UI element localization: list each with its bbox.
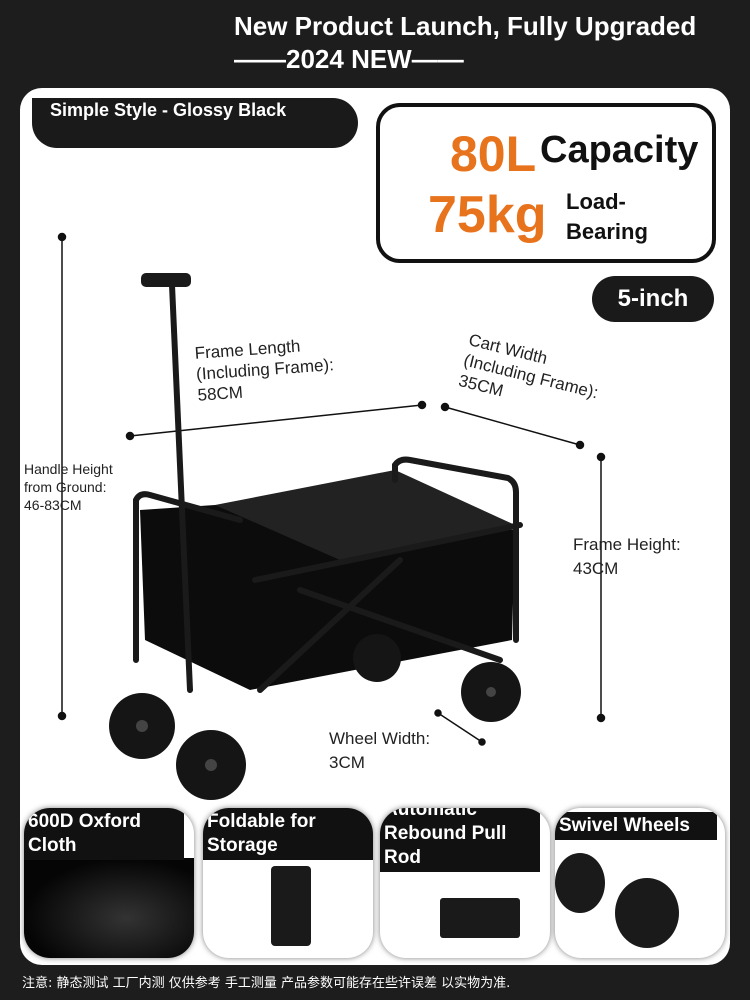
feature-label: 600D Oxford Cloth [24, 808, 184, 860]
feature-label: Swivel Wheels [555, 812, 717, 840]
load-label: Load-Bearing [566, 189, 648, 244]
feature-fabric: 600D Oxford Cloth [24, 808, 194, 958]
handle-height-note: from Ground: [24, 479, 107, 495]
disclaimer-note: 注意: 静态测试 工厂内测 仅供参考 手工测量 产品参数可能存在些许误差 以实物… [22, 976, 511, 991]
wheel-width-value: 3CM [329, 753, 365, 772]
header: New Product Launch, Fully Upgraded ——202… [234, 10, 696, 76]
folded-cart-image [271, 866, 311, 946]
frame-length-label: Frame Length (Including Frame): 58CM [194, 333, 336, 405]
feature-foldable: Foldable for Storage [203, 808, 373, 958]
capacity-box: 80L Capacity 75kg Load-Bearing [376, 103, 716, 263]
handle-height-title: Handle Height [24, 461, 113, 477]
feature-label: Foldable for Storage [203, 808, 373, 860]
wheel-image [615, 878, 679, 948]
wheel-width-title: Wheel Width: [329, 729, 431, 748]
frame-height-label: Frame Height: 43CM [573, 533, 681, 581]
load-value: 75kg [428, 186, 547, 244]
header-title: New Product Launch, Fully Upgraded [234, 11, 697, 41]
feature-swivel-wheels: Swivel Wheels [555, 808, 725, 958]
style-label: Simple Style - Glossy Black [32, 98, 358, 148]
capacity-value: 80L [450, 126, 537, 182]
wheel-width-label: Wheel Width: 3CM [329, 727, 430, 775]
frame-height-title: Frame Height: [573, 535, 681, 554]
pull-rod-image [440, 898, 520, 938]
handle-height-label: Handle Height from Ground: 46-83CM [24, 460, 113, 514]
header-subtitle: ——2024 NEW—— [234, 44, 464, 74]
capacity-label: Capacity [540, 129, 699, 171]
frame-height-value: 43CM [573, 559, 619, 578]
handle-height-value: 46-83CM [24, 497, 82, 513]
fabric-image [24, 858, 194, 958]
wheel-image [555, 853, 605, 913]
wheel-size-badge: 5-inch [592, 276, 714, 322]
feature-label: Automatic Rebound Pull Rod [380, 808, 540, 872]
feature-pull-rod: Automatic Rebound Pull Rod [380, 808, 550, 958]
